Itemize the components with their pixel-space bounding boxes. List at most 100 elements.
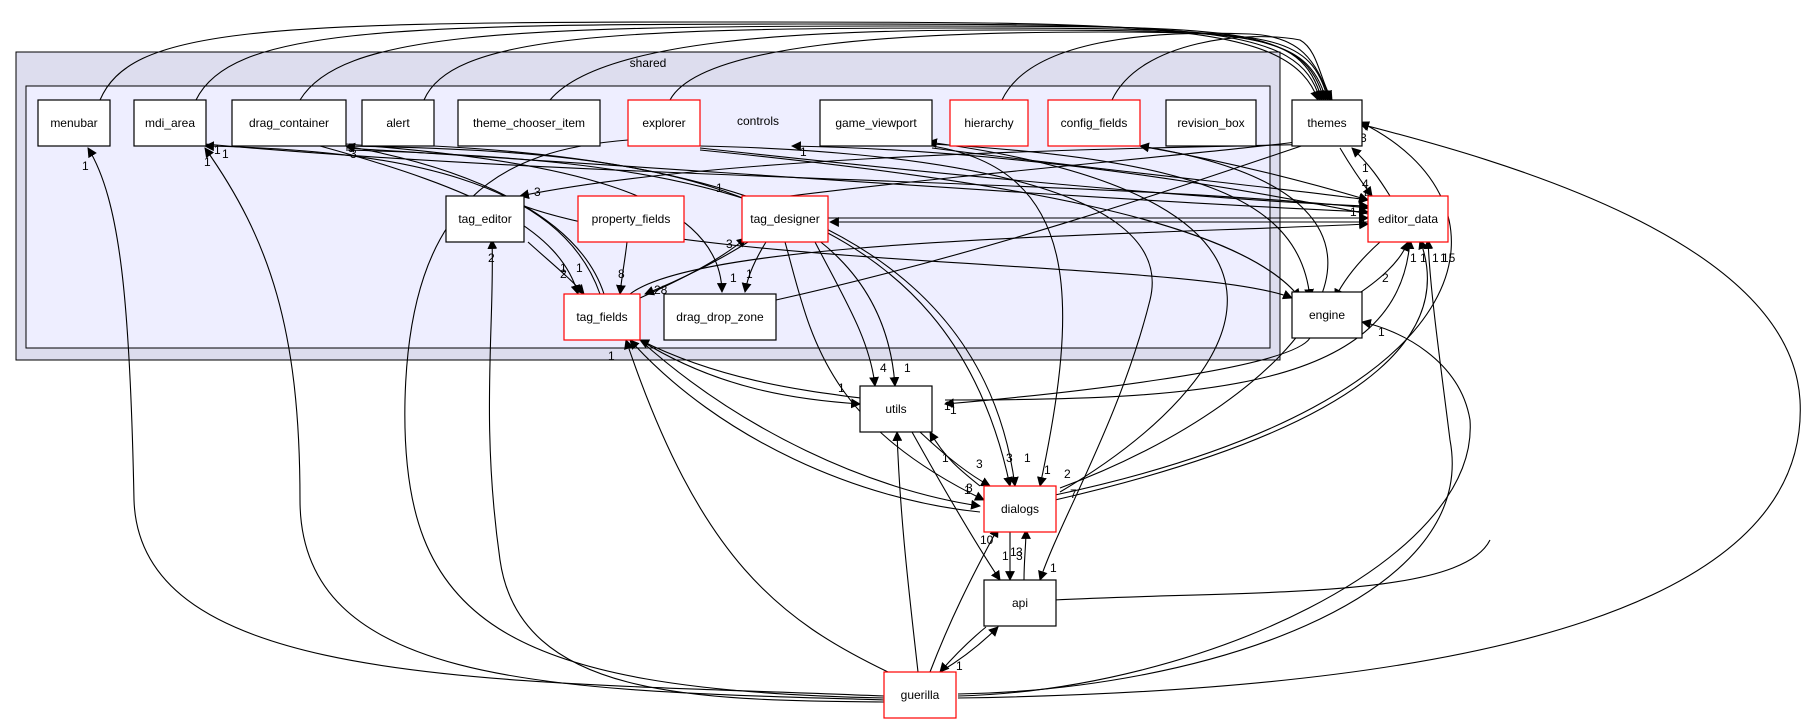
edge-count-label: 1	[1432, 251, 1439, 265]
node-tag-fields[interactable]: tag_fields	[563, 293, 641, 341]
node-menubar[interactable]: menubar	[37, 99, 111, 147]
node-tag-designer[interactable]: tag_designer	[741, 195, 829, 243]
node-label: tag_editor	[458, 212, 511, 226]
node-game-viewport[interactable]: game_viewport	[819, 99, 933, 147]
node-label: guerilla	[901, 688, 940, 702]
node-box[interactable]	[361, 99, 435, 147]
edge-engine-editor_data	[1351, 241, 1410, 299]
node-box[interactable]	[1291, 291, 1363, 339]
node-dialogs[interactable]: dialogs	[983, 485, 1057, 533]
node-drag-drop-zone[interactable]: drag_drop_zone	[663, 293, 777, 341]
nodes: menubar mdi_area drag_container alert theme_…	[37, 99, 1449, 719]
edge-count-label: 1	[560, 261, 567, 275]
node-box[interactable]	[983, 485, 1057, 533]
node-theme-chooser-item[interactable]: theme_chooser_item	[457, 99, 601, 147]
edge-tag_designer-dialogs	[784, 241, 985, 501]
node-hierarchy[interactable]: hierarchy	[949, 99, 1029, 147]
controls-label: controls	[737, 114, 779, 128]
node-themes[interactable]: themes	[1291, 99, 1363, 147]
node-box[interactable]	[859, 385, 933, 433]
edge-count-label: 3	[726, 237, 733, 251]
edge-count-label: 1	[82, 159, 89, 173]
node-box[interactable]	[1367, 195, 1449, 243]
node-box[interactable]	[231, 99, 347, 147]
node-box[interactable]	[1047, 99, 1141, 147]
node-label: hierarchy	[964, 116, 1013, 130]
edge-count-label: 3	[1016, 545, 1023, 559]
node-box[interactable]	[457, 99, 601, 147]
edge-themes-editor_data	[1339, 147, 1373, 197]
edge-utils-editor_data	[944, 239, 1415, 401]
edge-utils-tag_fields	[639, 339, 861, 399]
node-box[interactable]	[741, 195, 829, 243]
edge-count-label: 3	[1016, 549, 1023, 563]
node-label: explorer	[642, 116, 685, 130]
edge-dialogs-tag_fields	[629, 339, 981, 513]
edge-count-label: 1	[1350, 205, 1357, 219]
edge-count-label: 2	[488, 251, 495, 265]
edge-utils-dialogs	[919, 431, 991, 487]
node-box[interactable]	[577, 195, 685, 243]
node-editor-data[interactable]: editor_data	[1367, 195, 1449, 243]
node-box[interactable]	[983, 579, 1057, 627]
edge-count-label: 15	[1442, 251, 1456, 265]
edge-count-label: 1	[1010, 545, 1017, 559]
edge-count-label: 1	[746, 267, 753, 281]
edge-guerilla-mdi_area	[204, 147, 885, 701]
node-alert[interactable]: alert	[361, 99, 435, 147]
node-revision-box[interactable]: revision_box	[1165, 99, 1257, 147]
edge-count-label: 1	[1420, 251, 1427, 265]
node-explorer[interactable]: explorer	[627, 99, 701, 147]
edge-explorer-engine	[699, 149, 1301, 299]
node-box[interactable]	[627, 99, 701, 147]
edge-themes-tag_editor	[519, 143, 1331, 200]
node-label: theme_chooser_item	[473, 116, 585, 130]
node-api[interactable]: api	[983, 579, 1057, 627]
node-drag-container[interactable]: drag_container	[231, 99, 347, 147]
node-label: themes	[1307, 116, 1346, 130]
edge-guerilla-dialogs	[929, 527, 999, 673]
edge-tag_designer-utils	[814, 241, 879, 387]
edge-count-label: 1	[1410, 251, 1417, 265]
node-box[interactable]	[37, 99, 111, 147]
edge-count-label: 2	[1064, 467, 1071, 481]
node-box[interactable]	[949, 99, 1029, 147]
edge-hierarchy-themes	[1001, 32, 1332, 101]
edge-guerilla-utils	[892, 431, 919, 673]
edge-count-label: 1	[944, 399, 951, 413]
node-box[interactable]	[819, 99, 933, 147]
edge-tag_designer-drag_drop_zone	[741, 241, 767, 293]
edge-property_fields-tag_fields	[616, 241, 628, 295]
edge-count-label: 1	[1378, 325, 1385, 339]
node-engine[interactable]: engine	[1291, 291, 1363, 339]
node-tag-editor[interactable]: tag_editor	[445, 195, 525, 243]
node-box[interactable]	[445, 195, 525, 243]
node-box[interactable]	[1291, 99, 1363, 147]
edge-tag_fields-mdi_area	[204, 141, 601, 295]
edge-dialogs-game_viewport	[927, 138, 1228, 493]
edge-count-label: 3	[976, 457, 983, 471]
edge-count-label: 1	[1002, 549, 1009, 563]
edge-game_viewport-engine	[931, 143, 1315, 299]
node-utils[interactable]: utils	[859, 385, 933, 433]
edge-count-label: 7	[1070, 487, 1077, 501]
edge-count-label: 1	[222, 147, 229, 161]
edge-dialogs-editor_data	[1054, 239, 1428, 501]
node-box[interactable]	[1165, 99, 1257, 147]
node-box[interactable]	[883, 671, 957, 719]
node-box[interactable]	[133, 99, 207, 147]
node-label: mdi_area	[145, 116, 195, 130]
node-mdi-area[interactable]: mdi_area	[133, 99, 207, 147]
edge-guerilla-menubar	[87, 147, 885, 697]
node-config-fields[interactable]: config_fields	[1047, 99, 1141, 147]
node-label: engine	[1309, 308, 1345, 322]
edge-count-label: 1	[1362, 161, 1369, 175]
edge-count-label: 3	[534, 185, 541, 199]
edge-count-label: 1	[214, 143, 221, 157]
node-guerilla[interactable]: guerilla	[883, 671, 957, 719]
edge-count-label: 1	[1050, 561, 1057, 575]
node-box[interactable]	[663, 293, 777, 341]
node-property-fields[interactable]: property_fields	[577, 195, 685, 243]
node-box[interactable]	[563, 293, 641, 341]
edge-mdi_area-themes	[195, 23, 1323, 101]
